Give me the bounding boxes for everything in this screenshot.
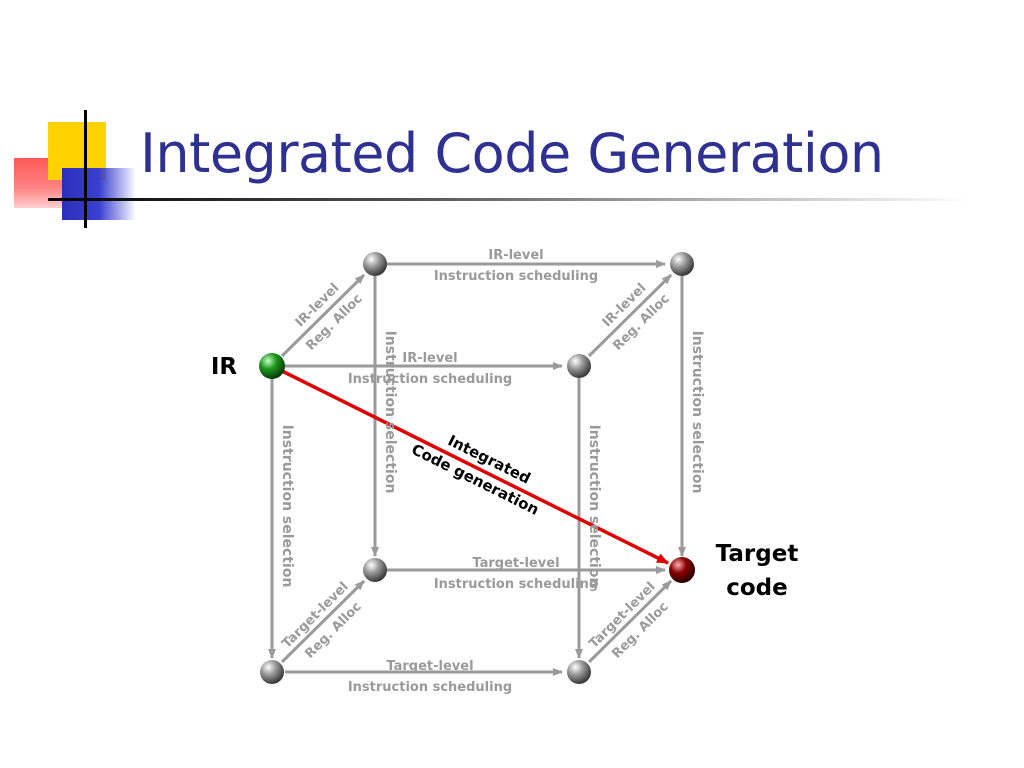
label-top-front-1: IR-level — [402, 351, 457, 366]
edge-diagonal-top-right — [587, 273, 673, 358]
label-top-front-2: Instruction scheduling — [348, 372, 512, 387]
edge-diagonal-bottom-left — [280, 579, 366, 664]
label-target-2: code — [726, 575, 788, 601]
node-front-bottom-left — [260, 660, 284, 684]
edge-diagonal-top-left — [280, 273, 366, 358]
label-top-back-1: IR-level — [488, 248, 543, 263]
label-target-1: Target — [716, 541, 799, 567]
node-ir — [259, 353, 285, 379]
title-underline — [50, 198, 970, 201]
edge-diagonal-bottom-right — [587, 579, 673, 664]
label-ir: IR — [211, 354, 238, 380]
decor-vertical-line — [84, 110, 87, 228]
node-front-bottom-right — [567, 660, 591, 684]
label-bottom-front-2: Instruction scheduling — [348, 680, 512, 695]
node-back-top-right — [670, 252, 694, 276]
label-vertical-front-right: Instruction selection — [586, 425, 602, 588]
node-target-code — [669, 557, 695, 583]
slide-title: Integrated Code Generation — [140, 122, 884, 185]
label-vertical-back-left: Instruction selection — [382, 331, 398, 494]
label-vertical-front-left: Instruction selection — [279, 425, 295, 588]
node-front-top-right — [567, 354, 591, 378]
label-vertical-back-right: Instruction selection — [689, 331, 705, 494]
label-top-back-2: Instruction scheduling — [434, 269, 598, 284]
label-bottom-front-1: Target-level — [386, 659, 473, 674]
label-bottom-back-2: Instruction scheduling — [434, 577, 598, 592]
node-back-top-left — [363, 252, 387, 276]
integrated-arrow — [281, 369, 669, 565]
node-back-bottom-left — [363, 558, 387, 582]
label-bottom-back-1: Target-level — [472, 556, 559, 571]
decor-blue-square — [62, 168, 136, 220]
